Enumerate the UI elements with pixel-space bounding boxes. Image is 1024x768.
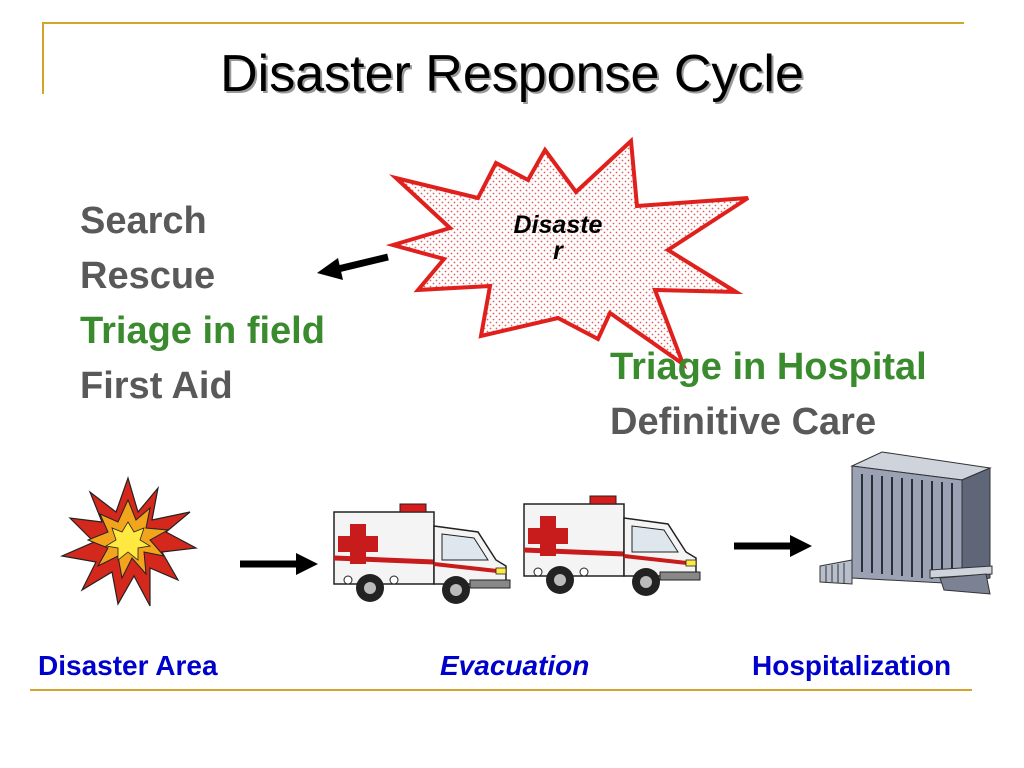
hospitalization-label: Hospitalization (752, 650, 952, 681)
triage-field-item: Triage in field (80, 310, 325, 352)
burst-label: Disaste r (513, 211, 603, 265)
hospital-actions-list: Triage in Hospital Definitive Care (610, 340, 927, 450)
disaster-area-label: Disaster Area (38, 650, 218, 681)
frame-left-line (42, 22, 44, 94)
frame-top-line (42, 22, 964, 24)
field-actions-list: Search Rescue Triage in field First Aid (80, 194, 325, 414)
rescue-item: Rescue (80, 255, 216, 297)
frame-bottom-line (30, 689, 972, 691)
first-aid-item: First Aid (80, 365, 233, 407)
search-item: Search (80, 200, 207, 242)
page-title: Disaster Response Cycle (220, 45, 804, 103)
evacuation-label: Evacuation (440, 650, 590, 681)
definitive-care-item: Definitive Care (610, 401, 877, 443)
triage-hospital-item: Triage in Hospital (610, 346, 927, 388)
